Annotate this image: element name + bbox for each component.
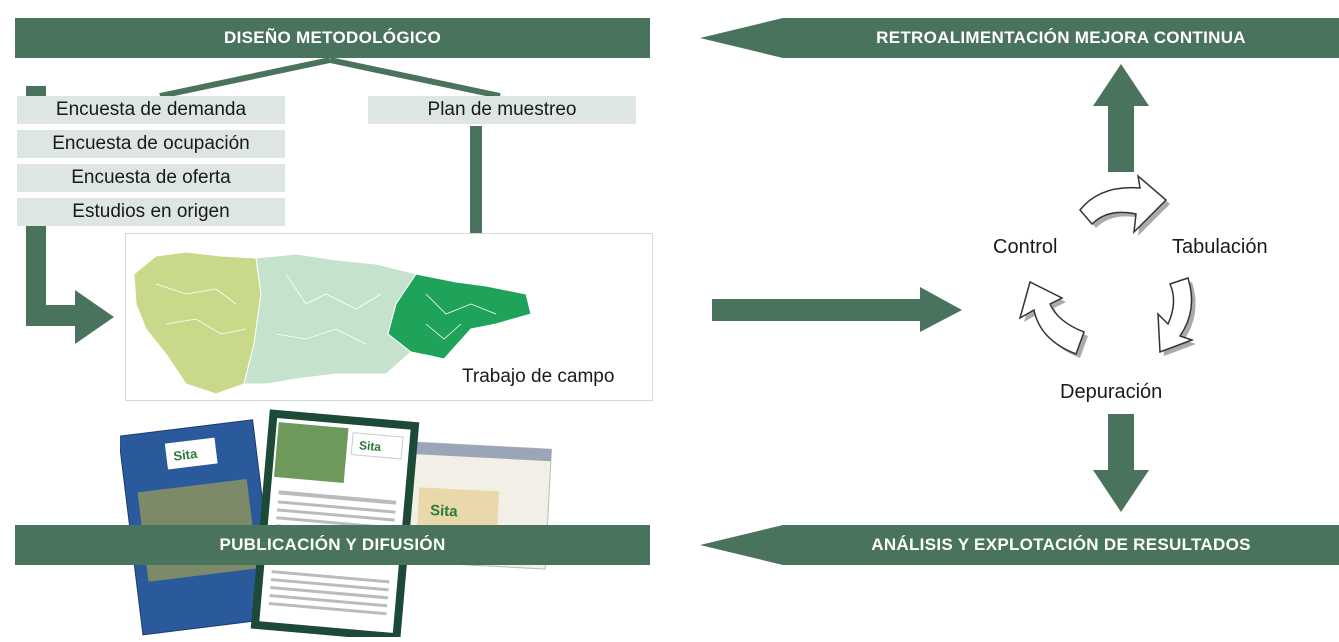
cycle-arrows [1018,174,1196,358]
arrow-to-cycle [712,287,962,332]
web-logo-text: Sita [430,502,459,520]
survey-box-demanda: Encuesta de demanda [17,96,285,124]
map-region-center [243,253,417,385]
publications-illustration: Sita Sita Sita [118,405,570,642]
cycle-label-depuracion: Depuración [1060,381,1163,403]
arrow-to-map [26,290,114,344]
banner-diseno: DISEÑO METODOLÓGICO [15,18,650,58]
arrow-down-analisis [1093,414,1149,512]
left-bracket [26,226,46,326]
cycle-label-tabulacion: Tabulación [1172,236,1268,258]
banner-publicacion: PUBLICACIÓN Y DIFUSIÓN [15,525,650,565]
plan-muestreo-box: Plan de muestreo [368,96,636,124]
banner-retro: RETROALIMENTACIÓN MEJORA CONTINUA [783,18,1339,58]
arrow-up-retro [1093,64,1149,172]
plan-connector [470,126,482,234]
logo-text: Sita [173,446,199,464]
connector-line [159,57,331,99]
banner-analisis: ANÁLISIS Y EXPLOTACIÓN DE RESULTADOS [783,525,1339,565]
survey-box-origen: Estudios en origen [17,198,285,226]
map-frame: Trabajo de campo [125,233,653,401]
map-region-west [133,251,262,395]
analisis-arrowhead [700,504,783,585]
connector-line [329,57,501,99]
cycle-label-control: Control [993,236,1058,258]
asturias-map [133,251,532,395]
left-bracket [26,86,46,96]
survey-box-oferta: Encuesta de oferta [17,164,285,192]
retro-arrowhead [700,0,783,78]
newsletter-logo-text: Sita [358,438,381,454]
map-municipality-lines [155,273,497,345]
survey-box-ocupacion: Encuesta de ocupación [17,130,285,158]
newsletter: Sita [250,409,420,642]
publications-svg: Sita Sita Sita [118,409,552,642]
trabajo-de-campo-label: Trabajo de campo [462,366,615,387]
map-region-east [387,273,532,360]
